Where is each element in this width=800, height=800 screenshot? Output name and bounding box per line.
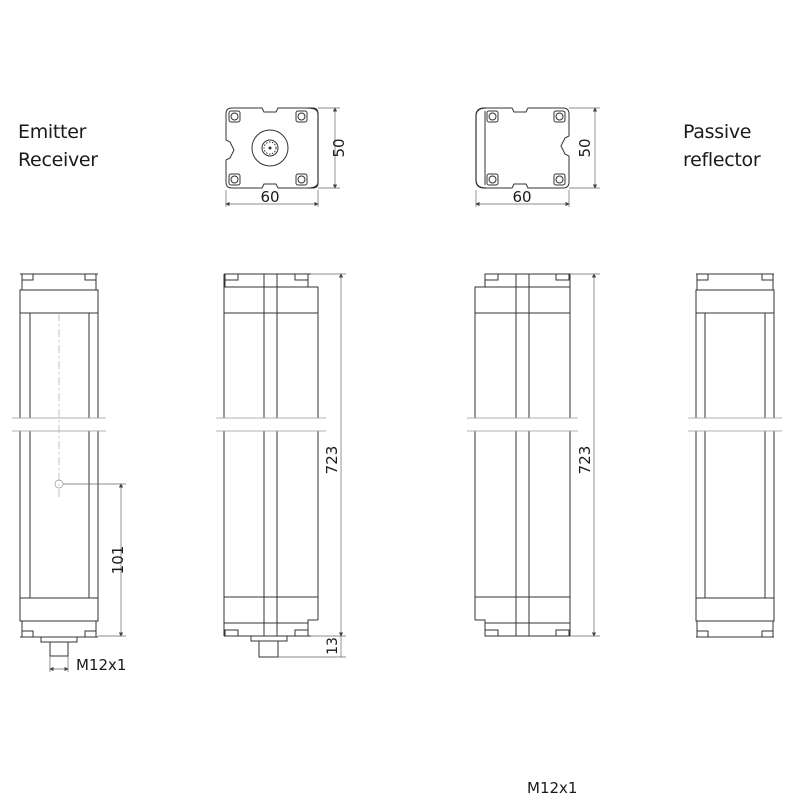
emitter-text: Emitter — [18, 121, 87, 143]
thread-bottom-label: M12x1 — [527, 779, 578, 797]
length-value-1: 723 — [323, 446, 341, 475]
top-view-emitter-receiver — [225, 107, 319, 189]
top-view-right-dims — [475, 107, 600, 207]
connector-icon — [251, 129, 289, 167]
thread-left-label: M12x1 — [76, 656, 126, 674]
front-view-emitter-receiver — [19, 273, 99, 657]
passive-text: Passive — [683, 121, 752, 143]
break-lines-3 — [467, 417, 578, 432]
top-view-passive-reflector — [475, 107, 570, 189]
front-view-passive-reflector — [695, 273, 775, 638]
passive-reflector-label: Passive reflector — [683, 118, 761, 174]
reflector-text: reflector — [683, 149, 761, 171]
top-right-width-dim: 60 — [512, 188, 531, 206]
length-dim-1 — [278, 273, 346, 658]
length-dim-2 — [570, 273, 600, 637]
length-value-2: 723 — [576, 446, 594, 475]
side-view-emitter-receiver — [223, 273, 319, 658]
top-right-height-dim: 50 — [576, 138, 594, 157]
beam-offset-dim — [49, 483, 126, 672]
break-lines-4 — [688, 417, 782, 432]
break-lines-2 — [216, 417, 326, 432]
emitter-receiver-label: Emitter Receiver — [18, 118, 98, 174]
top-left-height-dim: 50 — [330, 138, 348, 157]
receiver-text: Receiver — [18, 149, 98, 171]
side-view-passive-reflector — [474, 273, 571, 637]
connector-height-value: 13 — [325, 637, 341, 655]
top-view-left-dims — [225, 107, 340, 207]
top-left-width-dim: 60 — [260, 188, 279, 206]
beam-offset-value: 101 — [109, 546, 127, 575]
